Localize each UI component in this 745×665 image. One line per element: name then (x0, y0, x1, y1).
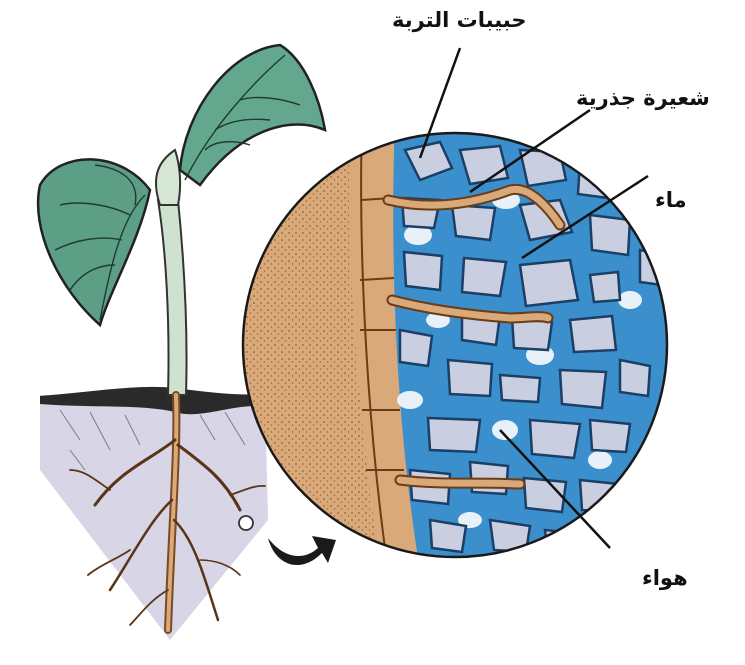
leaf-right (180, 45, 325, 185)
label-water: ماء (655, 188, 687, 212)
label-air: هواء (642, 566, 688, 590)
magnify-arrow (268, 536, 336, 565)
magnified-view (230, 120, 680, 570)
magnified-spot-marker (239, 516, 253, 530)
label-root-hair: شعيرة جذرية (576, 86, 710, 110)
stem-upper (156, 150, 180, 205)
label-soil-particles: حبيبات التربة (392, 8, 527, 32)
stem (158, 200, 187, 395)
